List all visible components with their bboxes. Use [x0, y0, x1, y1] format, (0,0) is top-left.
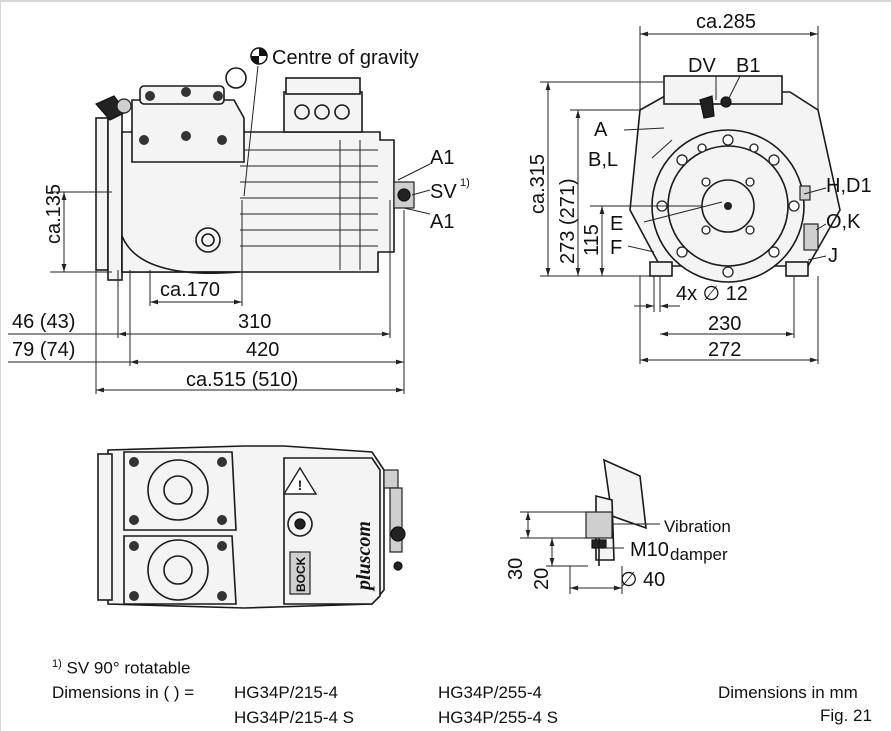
- side-view: [95, 47, 415, 281]
- figure-number: Fig. 21: [820, 706, 872, 725]
- dim-273: 273 (271): [557, 178, 579, 264]
- model-2: HG34P/215-4 S: [234, 708, 355, 727]
- model-1: HG34P/215-4: [234, 683, 338, 702]
- label-a: A: [594, 119, 608, 141]
- model-3: HG34P/255-4: [438, 683, 542, 702]
- label-a1-top: A1: [430, 147, 454, 169]
- footnote-dims-prefix: Dimensions in ( ) =: [52, 683, 195, 702]
- label-hd1: H,D1: [826, 175, 872, 197]
- dim-272: 272: [708, 339, 741, 361]
- units-note: Dimensions in mm: [718, 683, 858, 702]
- dim-420: 420: [246, 339, 279, 361]
- top-view: ! BOCK pluscom: [97, 445, 406, 609]
- dim-holes: 4x ∅ 12: [676, 283, 748, 305]
- label-damper: damper: [670, 545, 728, 564]
- label-vibration: Vibration: [664, 517, 731, 536]
- label-a1-bottom: A1: [430, 211, 454, 233]
- dim-d40: ∅ 40: [620, 569, 665, 591]
- label-e: E: [610, 213, 623, 235]
- svg-text:!: !: [298, 477, 303, 493]
- dim-46: 46 (43): [12, 311, 75, 333]
- label-centre-of-gravity: Centre of gravity: [272, 47, 419, 69]
- dim-79: 79 (74): [12, 339, 75, 361]
- dim-ca515: ca.515 (510): [186, 369, 298, 391]
- dim-230: 230: [708, 313, 741, 335]
- vibration-damper-view: [520, 458, 660, 594]
- label-j: J: [828, 245, 838, 267]
- dim-ca170: ca.170: [160, 279, 220, 301]
- dim-310: 310: [238, 311, 271, 333]
- model-4: HG34P/255-4 S: [438, 708, 559, 727]
- label-ok: O,K: [826, 211, 861, 233]
- labels: Centre of gravity A1 SV 1) A1 ca.135 ca.…: [12, 11, 872, 591]
- side-view-dimensions: [8, 163, 431, 394]
- front-view-dimensions: [540, 26, 827, 364]
- pluscom-logo: pluscom: [353, 521, 375, 592]
- footnote-sv: 1) SV 90° rotatable: [52, 658, 191, 678]
- label-b1: B1: [736, 55, 760, 77]
- dim-115: 115: [581, 224, 603, 256]
- label-f: F: [610, 237, 622, 259]
- dim-ca315: ca.315: [527, 154, 549, 214]
- label-sv-sup: 1): [460, 177, 470, 189]
- dim-m10: M10: [630, 539, 669, 561]
- dim-ca135: ca.135: [43, 184, 65, 244]
- label-sv: SV: [430, 181, 457, 203]
- dim-ca285: ca.285: [696, 11, 756, 33]
- centre-of-gravity-icon: [250, 47, 268, 65]
- label-dv: DV: [688, 55, 716, 77]
- front-view: [629, 75, 841, 283]
- bock-logo: BOCK: [294, 556, 308, 592]
- dim-30: 30: [505, 558, 527, 580]
- label-bl: B,L: [588, 149, 618, 171]
- dim-20: 20: [531, 568, 553, 590]
